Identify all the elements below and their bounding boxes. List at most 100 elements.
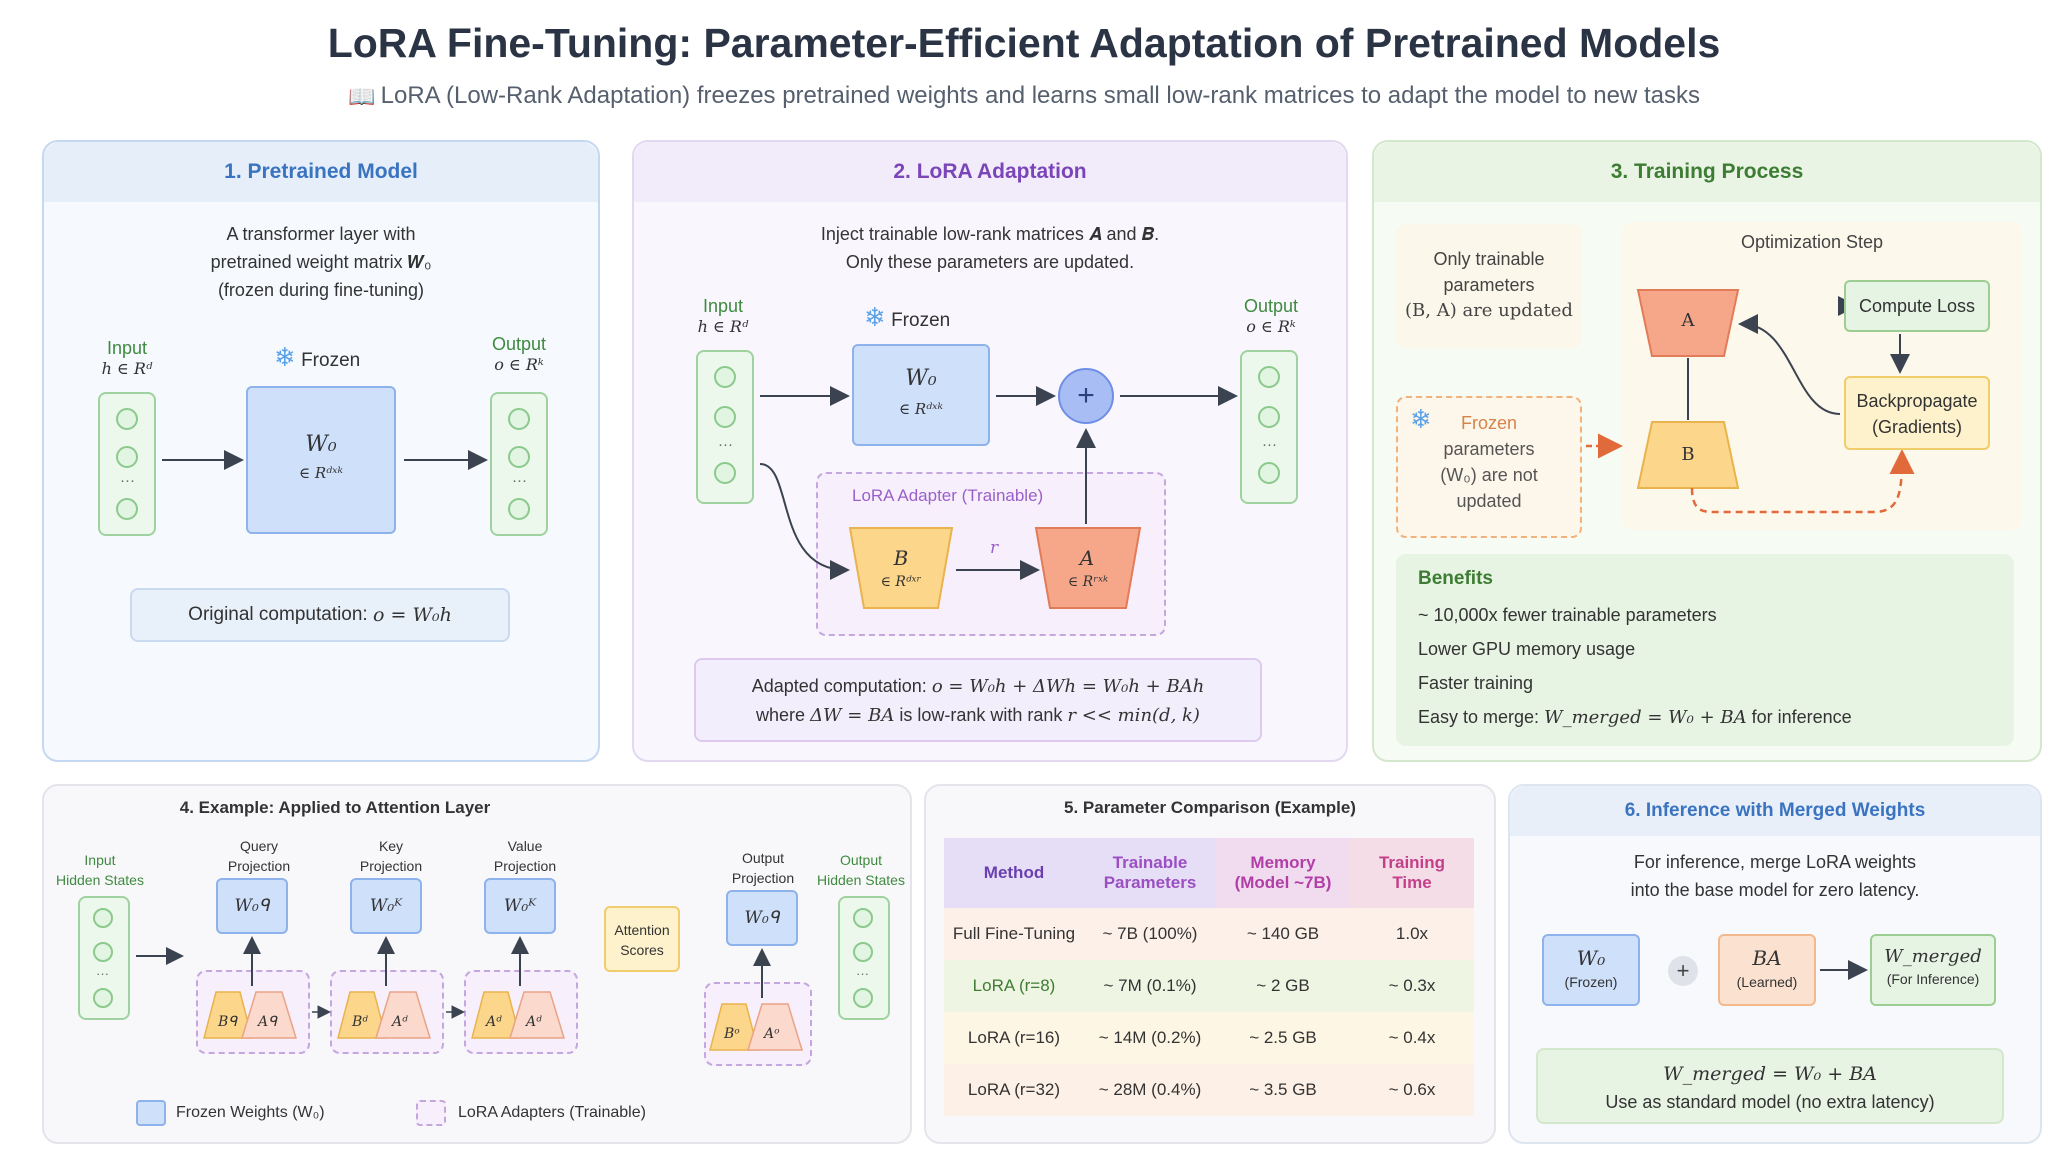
neuron	[116, 408, 138, 430]
opt-title: Optimization Step	[1740, 232, 1884, 252]
p6-arrow-svg	[1820, 960, 1868, 980]
p3-a-label: A	[1681, 310, 1695, 331]
p2-computation-label: Adapted computation:	[751, 676, 927, 696]
table-cell: ~ 140 GB	[1246, 924, 1320, 943]
table-cell: Full Fine-Tuning	[952, 924, 1076, 943]
neuron	[714, 406, 736, 428]
p2-weight-matrix: W₀ ∈ Rᵈˣᵏ	[852, 344, 990, 446]
attention-line1: Attention	[614, 922, 670, 938]
p1-weight-matrix: W₀ ∈ Rᵈˣᵏ	[246, 386, 396, 534]
output-hs-line1: Output	[839, 852, 883, 868]
p1-desc-line2: pretrained weight matrix 𝑾₀	[210, 252, 432, 272]
table-cell: ~ 0.6x	[1388, 1080, 1436, 1099]
p3-b-label: B	[1681, 444, 1695, 465]
table-cell: ~ 2 GB	[1256, 976, 1310, 995]
frozen-note: ❄ Frozen parameters (W₀) are not updated	[1396, 396, 1582, 538]
neuron	[853, 942, 873, 962]
benefit-item: Lower GPU memory usage	[1418, 639, 1636, 659]
panel-4-title: 4. Example: Applied to Attention Layer	[179, 798, 491, 817]
p2-diagram-svg	[759, 386, 1238, 609]
p2-plus: +	[1077, 379, 1095, 412]
table-cell: ~ 2.5 GB	[1249, 1028, 1317, 1047]
p1-desc-line3: (frozen during fine-tuning)	[217, 280, 425, 300]
panel-2-title: 2. LoRA Adaptation	[634, 142, 1346, 202]
p1-computation-math: o = W₀h	[373, 604, 452, 626]
p1-w-dim: ∈ Rᵈˣᵏ	[299, 464, 343, 482]
benefit-item: Faster training	[1418, 673, 1534, 693]
neuron	[1258, 462, 1280, 484]
panel-5-title: 5. Parameter Comparison (Example)	[1064, 798, 1356, 817]
mini-a-shape	[746, 1003, 804, 1051]
benefits-box: Benefits ~ 10,000x fewer trainable param…	[1396, 554, 2014, 746]
table-cell: LoRA (r=16)	[967, 1028, 1061, 1047]
table-cell: LoRA (r=8)	[972, 976, 1056, 995]
neuron	[93, 942, 113, 962]
neuron	[116, 498, 138, 520]
output-proj-line1: Output	[741, 850, 785, 866]
o-b-label: Bᵒ	[724, 1026, 740, 1042]
p2-a-label: A	[1079, 546, 1095, 570]
benefit-item: ~ 10,000x fewer trainable parameters	[1418, 605, 1717, 625]
p2-r-label: r	[990, 538, 999, 558]
query-line1: Query	[239, 838, 279, 854]
mini-a-shape	[374, 991, 432, 1039]
mini-a-shape	[508, 991, 566, 1039]
benefits-title: Benefits	[1418, 568, 1493, 589]
panel-inference-merged: 6. Inference with Merged Weights For inf…	[1508, 784, 2042, 1144]
frozen-line3: (W₀) are not	[1440, 465, 1538, 485]
v-b-label: Aᵈ	[486, 1014, 502, 1030]
p6-wm-sub: (For Inference)	[1886, 971, 1980, 987]
attention-scores-box: Attention Scores	[604, 906, 680, 972]
table-cell: ~ 28M (0.4%)	[1098, 1080, 1202, 1099]
benefit-merge-math: W_merged = W₀ + BA	[1544, 707, 1747, 728]
k-a-label: Aᵈ	[392, 1014, 408, 1030]
wv-label: W₀ᴷ	[503, 896, 537, 916]
p2-computation-math: o = W₀h + ΔWh = W₀h + BAh	[931, 676, 1205, 697]
legend-frozen-swatch	[136, 1100, 166, 1126]
value-line1: Value	[507, 838, 543, 854]
matrix-b-shape	[848, 527, 954, 609]
p2-w-dim: ∈ Rᵈˣᵏ	[899, 400, 943, 418]
table-cell: ~ 7M (0.1%)	[1103, 976, 1197, 995]
neuron	[93, 908, 113, 928]
legend-lora-label: LoRA Adapters (Trainable)	[458, 1104, 646, 1121]
q-b-label: Bᑫ	[218, 1014, 238, 1030]
p6-plus: +	[1676, 958, 1690, 983]
table-cell: ~ 0.4x	[1388, 1028, 1436, 1047]
table-cell: ~ 3.5 GB	[1249, 1080, 1317, 1099]
panel-3-title: 3. Training Process	[1374, 142, 2040, 202]
p2-lowrank-text: is low-rank with rank	[899, 705, 1063, 725]
neuron	[714, 366, 736, 388]
p1-output-vector: ···	[490, 392, 548, 536]
p6-ba-sub: (Learned)	[1736, 974, 1798, 990]
output-weight: W₀ᑫ	[726, 890, 798, 946]
header-memory-l1: Memory	[1250, 853, 1316, 872]
p1-output-math: o ∈ Rᵏ	[494, 355, 544, 374]
neuron	[853, 908, 873, 928]
backprop-box: Backpropagate (Gradients)	[1844, 376, 1990, 450]
panel-attention-example: 4. Example: Applied to Attention Layer I…	[42, 784, 912, 1144]
subtitle-text: LoRA (Low-Rank Adaptation) freezes pretr…	[380, 82, 1700, 109]
wo-label: W₀ᑫ	[744, 908, 780, 928]
header-cell: Method	[944, 838, 1084, 908]
neuron	[1258, 366, 1280, 388]
trainable-line2: parameters	[1443, 275, 1535, 295]
neuron	[508, 408, 530, 430]
legend-frozen-label: Frozen Weights (W₀)	[176, 1104, 325, 1121]
p6-formula-box: W_merged = W₀ + BA Use as standard model…	[1536, 1048, 2004, 1124]
backprop-line2: (Gradients)	[1871, 417, 1963, 437]
p2-output-math: o ∈ Rᵏ	[1246, 317, 1296, 336]
p4-input-line1: Input	[84, 852, 116, 868]
book-icon: 📖	[347, 83, 376, 109]
trainable-line3: (B, A) are updated	[1405, 300, 1573, 321]
table-cell: 1.0x	[1395, 924, 1429, 943]
table-cell: ~ 7B (100%)	[1102, 924, 1198, 943]
panel-pretrained-model: 1. Pretrained Model A transformer layer …	[42, 140, 600, 762]
matrix-a-shape	[1636, 289, 1740, 357]
table-row: LoRA (r=32) ~ 28M (0.4%) ~ 3.5 GB ~ 0.6x	[944, 1064, 1474, 1116]
benefit-merge-pre: Easy to merge:	[1418, 707, 1540, 727]
p2-adapter-label: LoRA Adapter (Trainable)	[852, 486, 1044, 505]
